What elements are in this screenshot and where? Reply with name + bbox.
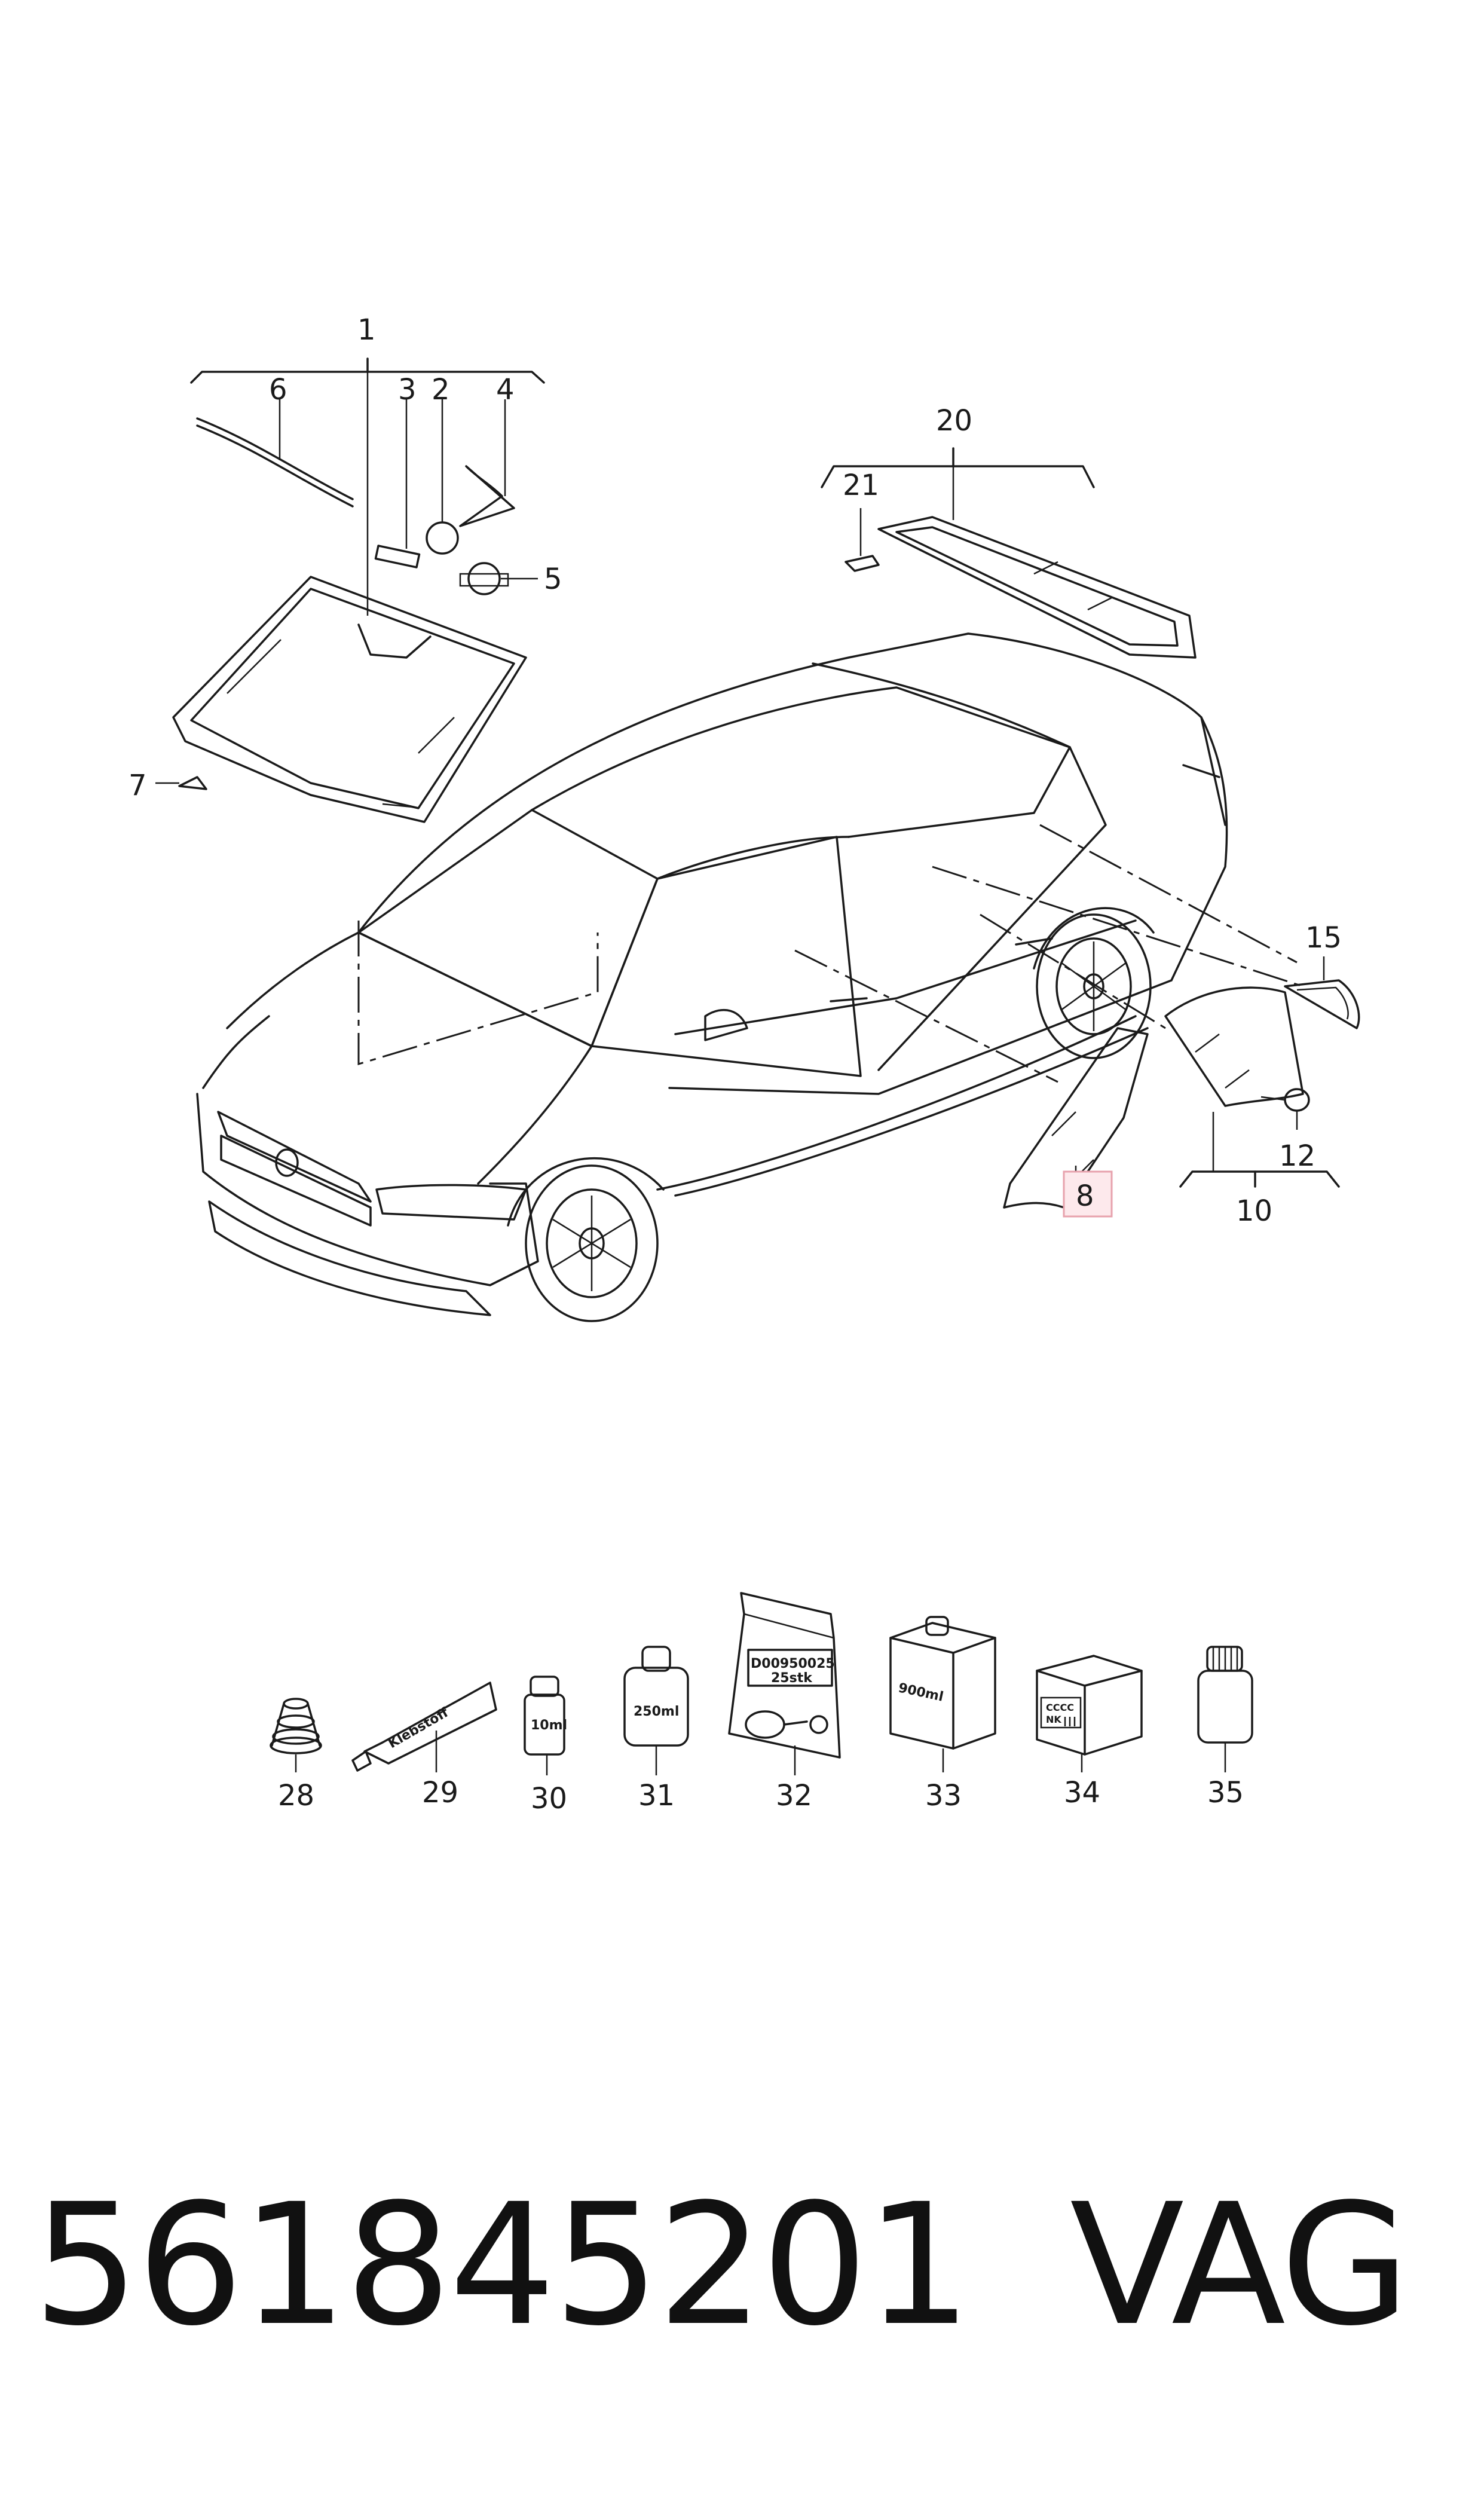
callout-32[interactable]: 32 [776, 1779, 812, 1812]
bag-label-line1: D00950025 [751, 1656, 835, 1671]
bag-32: D00950025 25stk 32 [728, 1592, 841, 1812]
rain-sensor-5 [467, 562, 501, 595]
part-number: 561845201 [33, 2168, 972, 2363]
cube-box-code-line2: NK [1046, 1714, 1061, 1725]
callout-7[interactable]: 7 [128, 769, 147, 802]
highlight-box-8 [1063, 1170, 1113, 1218]
small-bottle-label: 10ml [531, 1718, 567, 1733]
tube-label: Klebstoff [386, 1705, 452, 1751]
callout-12[interactable]: 12 [1279, 1139, 1315, 1173]
clip-7 [178, 776, 207, 790]
callout-34[interactable]: 34 [1064, 1776, 1100, 1809]
callout-5[interactable]: 5 [544, 562, 562, 596]
callout-30[interactable]: 30 [531, 1782, 567, 1815]
cube-box-code-line1: CCCC [1046, 1702, 1074, 1713]
callout-33[interactable]: 33 [925, 1779, 962, 1812]
tall-box-label: 900ml [897, 1680, 945, 1704]
cube-box-34: CCCC NK 34 [1036, 1655, 1143, 1809]
callout-28[interactable]: 28 [278, 1779, 314, 1812]
callout-1[interactable]: 1 [357, 313, 376, 347]
grommet-28: 28 [270, 1698, 322, 1812]
callout-3[interactable]: 3 [398, 373, 417, 406]
sensor-pad-2 [426, 521, 459, 555]
callout-20[interactable]: 20 [936, 404, 972, 438]
callout-2[interactable]: 2 [432, 373, 450, 406]
tall-box-33: 900ml 33 [889, 1616, 996, 1812]
small-bottle-30: 10ml 30 [524, 1676, 567, 1815]
screw-12 [1284, 1088, 1310, 1112]
callout-4[interactable]: 4 [496, 373, 515, 406]
medium-bottle-label: 250ml [634, 1704, 679, 1719]
accessories-row: 28 Klebstoff 29 10ml 30 250ml 31 [270, 1592, 1253, 1815]
callout-10[interactable]: 10 [1236, 1194, 1272, 1228]
jar-35: 35 [1197, 1646, 1253, 1809]
adhesive-tube-29: Klebstoff 29 [351, 1682, 497, 1809]
callout-31[interactable]: 31 [638, 1779, 675, 1812]
door-glass-8 [1003, 1027, 1149, 1209]
badge-icon [275, 1148, 299, 1177]
trim-strip-6 [196, 417, 354, 500]
wiring-4 [459, 465, 515, 527]
medium-bottle-31: 250ml 31 [623, 1646, 689, 1812]
front-wheel [525, 1164, 659, 1322]
callout-21[interactable]: 21 [843, 469, 879, 502]
quarter-glass-15 [1284, 979, 1360, 1029]
windscreen [172, 576, 527, 823]
callout-8[interactable]: 8 [1076, 1179, 1094, 1213]
callout-6[interactable]: 6 [269, 373, 287, 406]
rear-window [877, 516, 1197, 659]
callout-35[interactable]: 35 [1207, 1776, 1244, 1809]
clip-3 [374, 545, 421, 568]
rear-window-group: 20 21 [821, 404, 1197, 659]
windscreen-group: 1 6 3 2 4 5 7 [128, 313, 562, 823]
callout-29[interactable]: 29 [422, 1776, 458, 1809]
brand-name: VAG [1070, 2168, 1410, 2363]
clip-21 [844, 555, 880, 572]
callout-15[interactable]: 15 [1305, 921, 1342, 955]
door-glass-group: 8 10 12 15 [1003, 921, 1360, 1228]
car-illustration [196, 632, 1304, 1322]
door-glass-10 [1164, 986, 1304, 1107]
rear-wheel [1036, 913, 1152, 1059]
bag-label-line2: 25stk [771, 1671, 813, 1686]
